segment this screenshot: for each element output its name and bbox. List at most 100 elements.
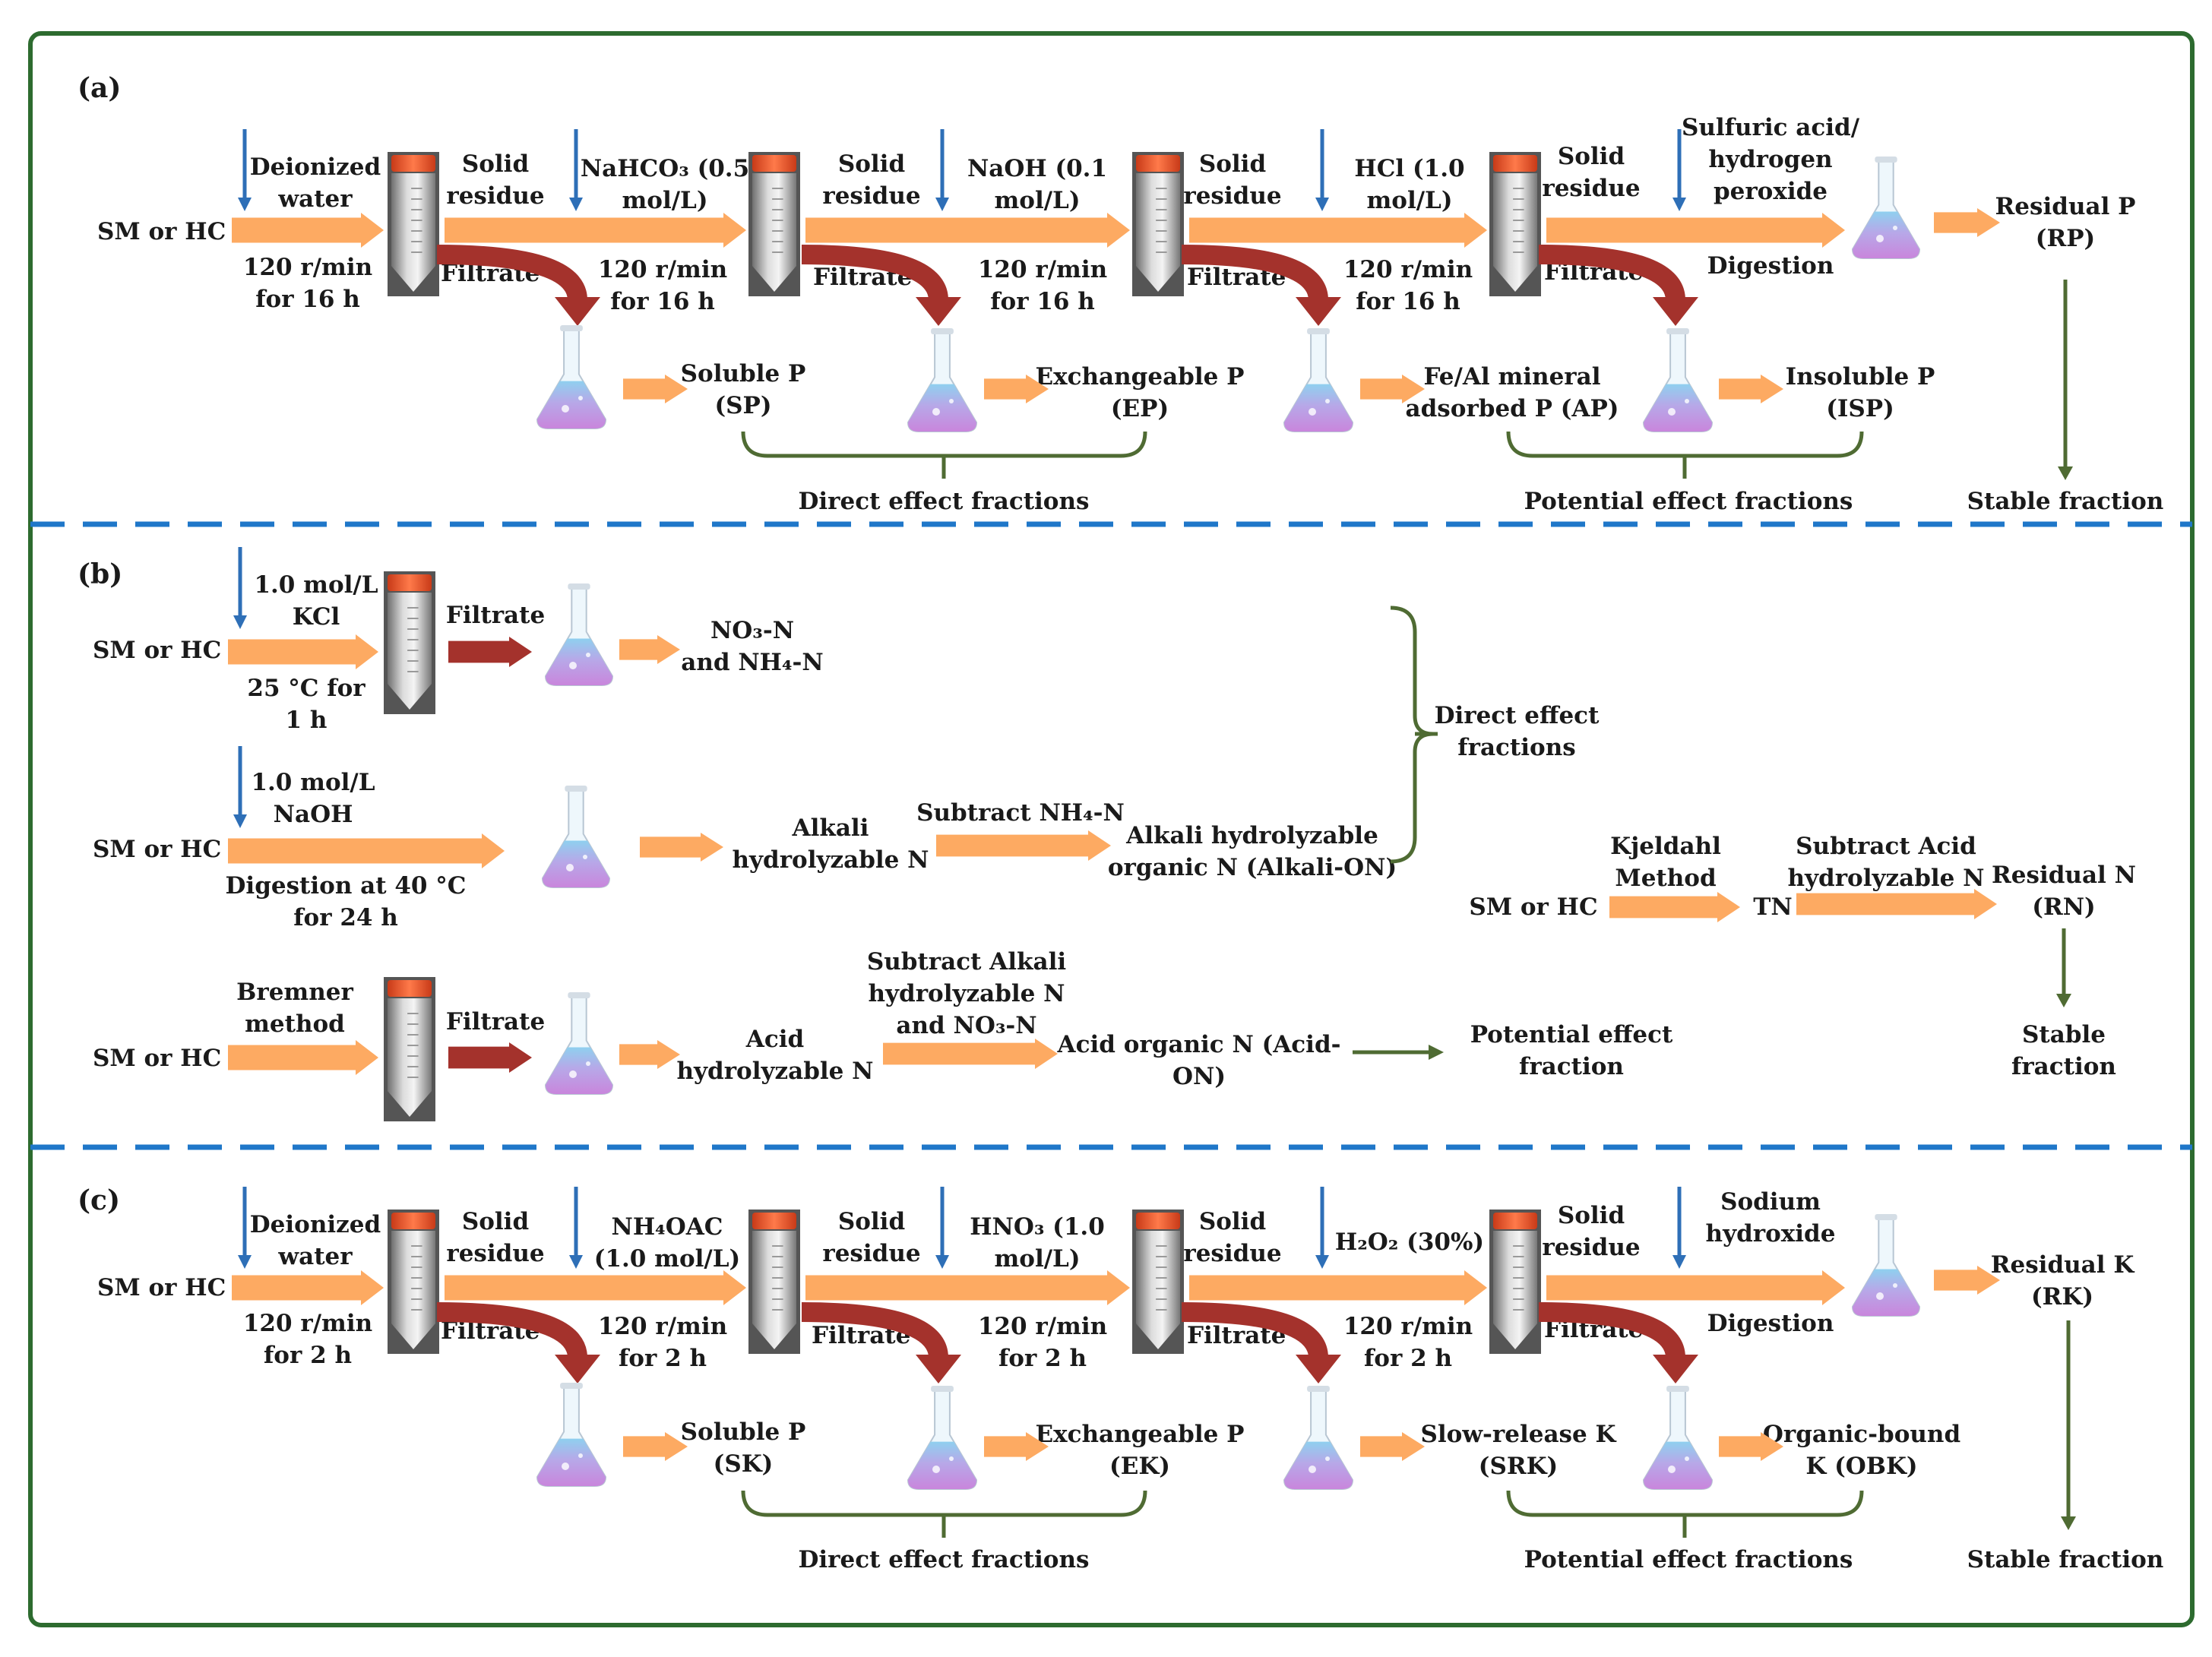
reagent-label: NaHCO₃ (0.5 mol/L): [581, 155, 749, 214]
svg-text:hydrolyzable N: hydrolyzable N: [1787, 865, 1984, 892]
fraction-label: Slow-release K (SRK): [1421, 1421, 1617, 1480]
svg-text:Exchangeable P: Exchangeable P: [1036, 1421, 1245, 1448]
erlenmeyer-flask-icon: [907, 328, 978, 432]
svg-text:Soluble P: Soluble P: [681, 360, 806, 387]
source-label: SM or HC: [93, 637, 221, 664]
stable-label: Stable fraction: [1967, 488, 2164, 515]
svg-text:120 r/min: 120 r/min: [978, 1313, 1107, 1340]
filtrate-arrow: [448, 637, 532, 667]
svg-text:hydroxide: hydroxide: [1706, 1220, 1836, 1247]
svg-text:method: method: [245, 1010, 345, 1038]
reagent-arrowhead: [233, 615, 247, 629]
svg-text:Slow-release K: Slow-release K: [1421, 1421, 1617, 1448]
product-arrow: [1934, 1266, 2000, 1295]
svg-text:Solid: Solid: [1199, 1208, 1266, 1235]
filtrate-arrow: [436, 245, 587, 302]
reagent-arrowhead: [1672, 198, 1686, 211]
erlenmeyer-flask-icon: [1283, 1386, 1354, 1490]
filtrate-arrow: [1538, 1302, 1685, 1359]
panel-label-a: (a): [78, 72, 121, 104]
svg-text:120 r/min: 120 r/min: [598, 1313, 727, 1340]
svg-text:Residual K: Residual K: [1991, 1251, 2135, 1279]
stable-arrowhead: [2056, 994, 2071, 1007]
bracket: [741, 431, 1147, 458]
svg-text:Fe/Al mineral: Fe/Al mineral: [1423, 363, 1600, 391]
product-arrow: [623, 1432, 688, 1461]
svg-text:residue: residue: [1542, 175, 1640, 202]
product-arrow: [984, 375, 1049, 403]
svg-text:Stable: Stable: [2022, 1021, 2106, 1048]
flow-arrow: [805, 213, 1130, 248]
reagent-arrowhead: [1672, 1255, 1686, 1269]
svg-text:NaOH (0.1: NaOH (0.1: [967, 155, 1107, 182]
group-arrowhead: [1429, 1045, 1444, 1060]
svg-text:Method: Method: [1615, 865, 1716, 892]
filtrate-arrowhead: [555, 1355, 600, 1383]
erlenmeyer-flask-icon: [1642, 328, 1714, 432]
svg-text:Solid: Solid: [1558, 143, 1625, 170]
svg-text:Insoluble P: Insoluble P: [1786, 363, 1935, 391]
svg-text:for 16 h: for 16 h: [610, 288, 715, 315]
svg-text:(SRK): (SRK): [1479, 1453, 1558, 1480]
filtrate-arrow: [448, 1042, 532, 1073]
svg-text:Alkali: Alkali: [792, 814, 869, 842]
svg-text:HNO₃ (1.0: HNO₃ (1.0: [970, 1213, 1105, 1241]
flow-arrow: [936, 830, 1111, 861]
svg-text:for 24 h: for 24 h: [293, 904, 398, 931]
reagent-arrowhead: [1315, 198, 1329, 211]
residual-label: Residual K (RK): [1991, 1251, 2135, 1311]
svg-text:for 16 h: for 16 h: [255, 286, 360, 313]
svg-text:Solid: Solid: [1199, 150, 1266, 178]
erlenmeyer-flask-icon: [1283, 328, 1354, 432]
centrifuge-tube-icon: [388, 152, 439, 296]
svg-text:residue: residue: [822, 182, 920, 210]
svg-text:120 r/min: 120 r/min: [243, 1310, 372, 1337]
svg-text:mol/L): mol/L): [622, 187, 707, 214]
svg-text:25 °C for: 25 °C for: [247, 675, 366, 702]
filtrate-arrowhead: [1296, 1355, 1341, 1383]
source-label: SM or HC: [97, 1274, 226, 1301]
svg-text:Deionized: Deionized: [250, 1211, 381, 1238]
svg-text:Residual N: Residual N: [1992, 862, 2136, 889]
svg-text:(RK): (RK): [2031, 1283, 2093, 1311]
panel-label-b: (b): [78, 558, 122, 590]
filtrate-arrow: [801, 245, 948, 302]
shape-layer: [228, 129, 2000, 1490]
result-label: Acid organic N (Acid-ON): [1057, 1031, 1341, 1090]
flow-arrow: [1796, 889, 1997, 919]
svg-text:NaHCO₃ (0.5: NaHCO₃ (0.5: [581, 155, 749, 182]
reagent-arrowhead: [935, 1255, 949, 1269]
reagent-label: NH₄OAC(1.0 mol/L): [594, 1213, 740, 1273]
bracket: [1506, 431, 1864, 458]
filtrate-label: Filtrate: [446, 1008, 545, 1036]
product-arrow: [619, 1040, 680, 1069]
svg-text:Soluble P: Soluble P: [681, 1418, 806, 1446]
svg-text:and NH₄-N: and NH₄-N: [681, 649, 824, 676]
svg-text:Acid organic N (Acid-: Acid organic N (Acid-: [1057, 1031, 1341, 1058]
svg-text:K (OBK): K (OBK): [1805, 1453, 1917, 1480]
erlenmeyer-flask-icon: [1851, 157, 1921, 259]
svg-text:120 r/min: 120 r/min: [598, 256, 727, 283]
erlenmeyer-flask-icon: [541, 786, 611, 888]
subtract-label: Subtract NH₄-N: [916, 799, 1125, 827]
flow-arrow: [228, 1040, 378, 1075]
svg-text:120 r/min: 120 r/min: [1343, 1313, 1473, 1340]
svg-text:residue: residue: [446, 1240, 544, 1267]
svg-text:(SP): (SP): [714, 392, 771, 419]
